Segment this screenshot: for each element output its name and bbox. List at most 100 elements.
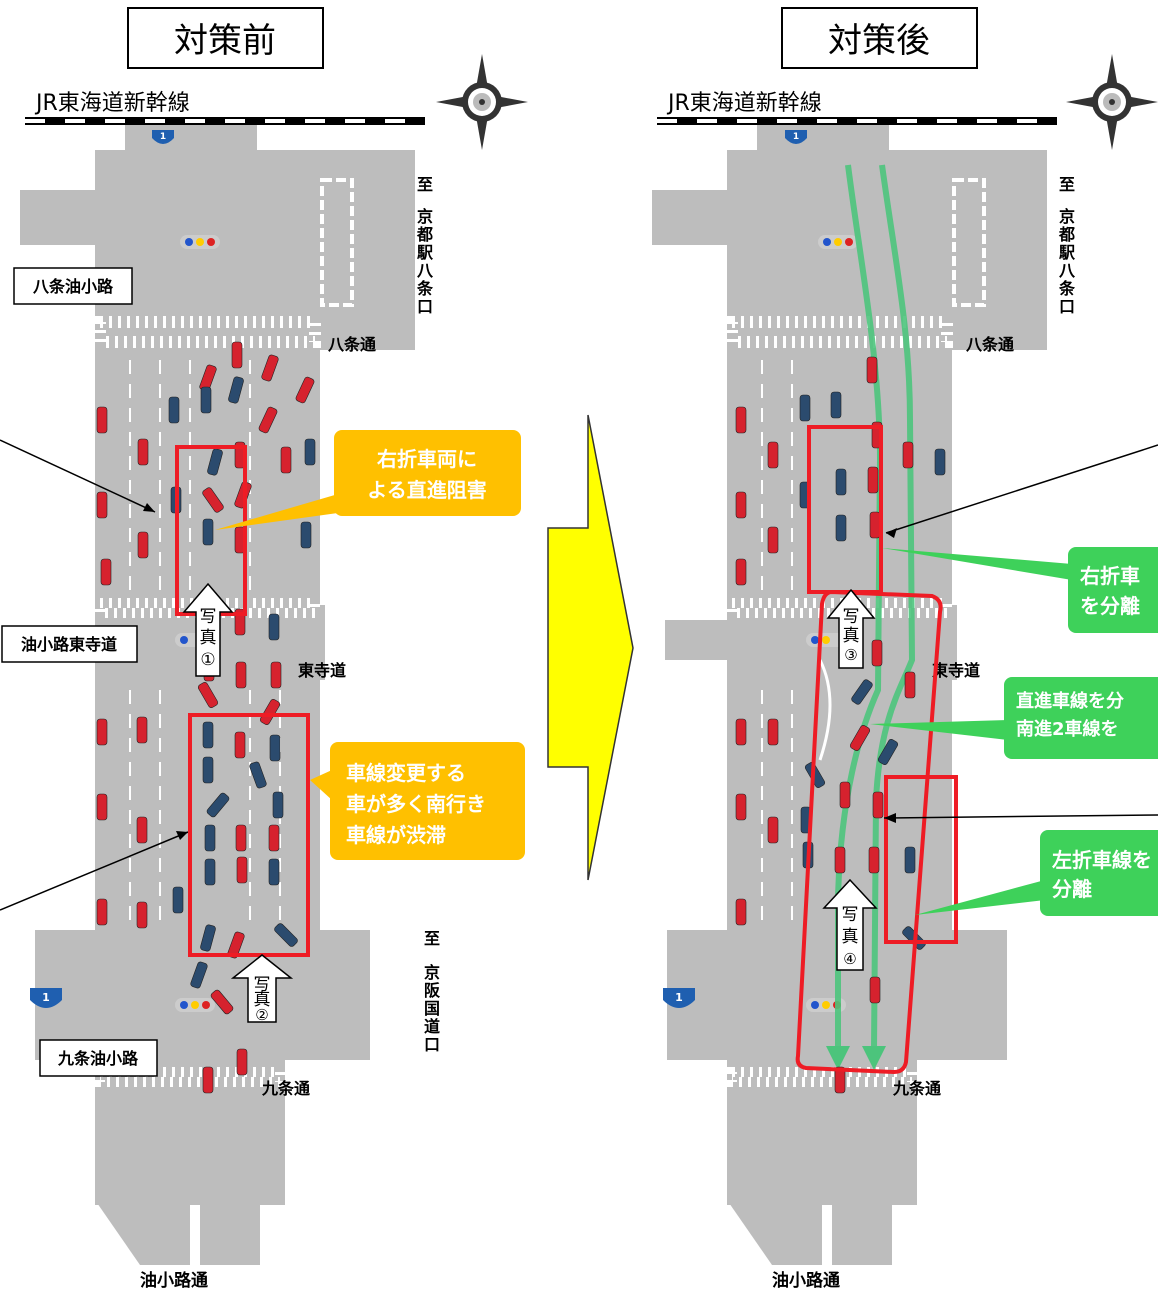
before-rail-label: JR東海道新幹線 [34, 91, 190, 116]
svg-text:を分離: を分離 [1080, 594, 1140, 618]
svg-text:八: 八 [1058, 261, 1076, 280]
car-icon [834, 1066, 846, 1094]
car-icon [272, 791, 284, 819]
svg-text:都: 都 [1058, 225, 1075, 244]
svg-text:駅: 駅 [416, 243, 434, 262]
car-icon [304, 438, 316, 466]
svg-text:都: 都 [416, 225, 433, 244]
car-icon [767, 526, 779, 554]
photo-4-arrow: 写 真 ④ [822, 878, 878, 971]
dest-keihan-kokudo: 至 京 阪 国 道 口 [424, 929, 441, 1054]
svg-text:車線変更する: 車線変更する [346, 761, 466, 785]
svg-text:右折車両に: 右折車両に [377, 447, 477, 471]
car-icon [172, 886, 184, 914]
car-icon [851, 679, 873, 705]
svg-text:左折車線を: 左折車線を [1052, 848, 1152, 872]
car-icon [295, 376, 315, 404]
svg-text:真: 真 [200, 628, 217, 648]
car-icon [869, 511, 881, 539]
svg-text:真: 真 [842, 927, 859, 947]
car-icon [137, 531, 149, 559]
car-icon [96, 406, 108, 434]
photo-2-arrow: 写 真 ② [230, 954, 294, 1024]
svg-text:至: 至 [417, 175, 433, 194]
svg-text:①: ① [200, 650, 215, 670]
label-higashidera: 東寺道 [932, 661, 980, 680]
car-icon [202, 487, 224, 513]
svg-text:1: 1 [42, 991, 50, 1004]
car-icon [280, 446, 292, 474]
callout-separate-through-lanes [1004, 677, 1158, 759]
car-icon [100, 558, 112, 586]
car-icon [834, 846, 846, 874]
svg-text:駅: 駅 [1058, 243, 1076, 262]
svg-text:至: 至 [424, 929, 440, 948]
transition-arrow [547, 414, 634, 881]
after-roads [652, 125, 1047, 1265]
car-icon [877, 739, 899, 765]
callout-separate-right-turn [1068, 547, 1158, 633]
after-title: 対策後 [828, 21, 930, 61]
callout-right-turn-blocking [334, 430, 521, 516]
svg-text:分離: 分離 [1052, 877, 1092, 901]
label-aburakoji-higashidera: 油小路東寺道 [21, 635, 117, 654]
svg-text:京: 京 [417, 207, 433, 226]
car-icon [207, 448, 223, 476]
label-kujo-aburakoji: 九条油小路 [57, 1049, 139, 1068]
car-icon [136, 716, 148, 744]
compass-icon [436, 54, 528, 150]
car-icon [735, 491, 747, 519]
car-icon [236, 856, 248, 884]
car-icon [871, 639, 883, 667]
dest-kyoto-station: 至 京 都 駅 八 条 口 [416, 175, 434, 316]
svg-text:八: 八 [416, 261, 434, 280]
svg-text:写: 写 [200, 607, 217, 627]
route-shield-icon: 1 [152, 130, 174, 144]
svg-text:真: 真 [843, 626, 860, 646]
car-icon [268, 858, 280, 886]
svg-text:阪: 阪 [424, 981, 441, 1000]
car-icon [234, 731, 246, 759]
before-highlight-box [188, 713, 310, 957]
car-icon [236, 1048, 248, 1076]
svg-text:口: 口 [1059, 297, 1075, 316]
car-icon [767, 441, 779, 469]
car-icon [735, 558, 747, 586]
svg-text:条: 条 [416, 279, 434, 298]
car-icon [249, 761, 267, 789]
after-title-box [781, 7, 978, 69]
label-higashidera: 東寺道 [298, 661, 346, 680]
svg-text:1: 1 [793, 132, 799, 142]
car-icon [268, 613, 280, 641]
car-icon [202, 518, 214, 546]
car-icon [235, 661, 247, 689]
car-icon [869, 976, 881, 1004]
car-icon [868, 846, 880, 874]
photo-3-arrow: 写 真 ③ [826, 588, 876, 669]
car-icon [228, 376, 244, 404]
car-icon [300, 521, 312, 549]
car-icon [96, 793, 108, 821]
car-icon [904, 846, 916, 874]
svg-text:直進車線を分: 直進車線を分 [1016, 690, 1124, 712]
svg-text:口: 口 [424, 1035, 440, 1054]
route-shield-icon: 1 [30, 988, 62, 1008]
car-icon [210, 989, 234, 1015]
car-icon [835, 514, 847, 542]
before-panel: JR東海道新幹線 対策前 1 1 八条油小路 油小路東寺道 九条油小路 八条通 [0, 7, 528, 1291]
car-icon [96, 718, 108, 746]
svg-text:右折車: 右折車 [1080, 564, 1140, 588]
car-icon [866, 356, 878, 384]
car-icon [830, 391, 842, 419]
compass-icon [1066, 54, 1158, 150]
photo-1-arrow: 写 真 ① [182, 582, 234, 677]
label-kujo-dori: 九条通 [261, 1079, 310, 1098]
dest-kyoto-station: 至 京 都 駅 八 条 口 [1058, 175, 1076, 316]
car-icon [904, 671, 916, 699]
car-icon [270, 661, 282, 689]
label-kujo-dori: 九条通 [892, 1079, 941, 1098]
car-icon [799, 394, 811, 422]
car-icon [835, 468, 847, 496]
car-icon [168, 396, 180, 424]
